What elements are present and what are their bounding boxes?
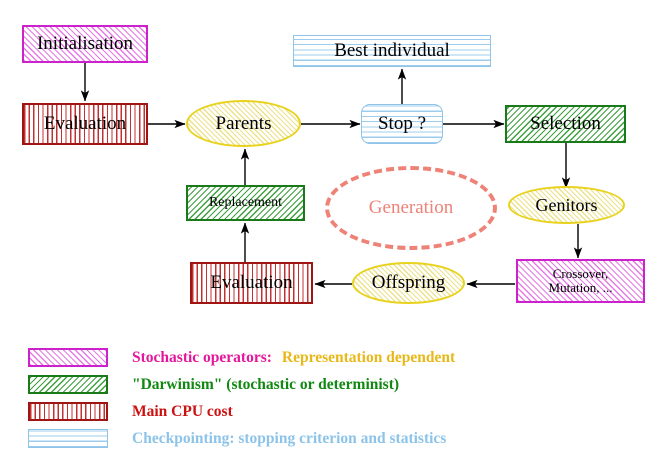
node-crossover-mutation[interactable]: Crossover, Mutation, ... — [516, 259, 645, 303]
legend-label-darwinism: "Darwinism" (stochastic or determinist) — [132, 375, 400, 393]
legend-swatch-stochastic — [28, 348, 108, 367]
node-parents[interactable]: Parents — [186, 100, 301, 147]
node-initialisation[interactable]: Initialisation — [22, 25, 148, 63]
node-crossover-mutation-label: Crossover, Mutation, ... — [548, 266, 613, 295]
generation-label: Generation — [368, 197, 454, 218]
node-evaluation-top[interactable]: Evaluation — [22, 103, 148, 145]
legend-row-checkpointing: Checkpointing: stopping criterion and st… — [28, 429, 446, 448]
node-evaluation-bottom-label: Evaluation — [210, 272, 293, 294]
node-stop-label: Stop ? — [377, 113, 427, 135]
legend-label-checkpointing: Checkpointing: stopping criterion and st… — [132, 429, 447, 447]
legend-swatch-cpu-cost — [28, 402, 108, 421]
node-replacement-label: Replacement — [208, 194, 283, 210]
node-best-individual[interactable]: Best individual — [293, 35, 491, 67]
node-genitors-label: Genitors — [535, 194, 598, 215]
legend-label-stochastic: Stochastic operators: — [132, 348, 272, 366]
legend-swatch-darwinism — [28, 375, 108, 394]
node-initialisation-label: Initialisation — [36, 33, 134, 55]
node-replacement[interactable]: Replacement — [186, 185, 305, 221]
node-best-individual-label: Best individual — [334, 40, 450, 62]
node-evaluation-bottom[interactable]: Evaluation — [190, 262, 313, 304]
node-genitors[interactable]: Genitors — [508, 186, 625, 224]
node-selection-label: Selection — [530, 113, 601, 135]
legend-row-stochastic: Stochastic operators: Representation dep… — [28, 348, 455, 367]
legend-label-cpu-cost: Main CPU cost — [132, 402, 233, 420]
legend-row-cpu-cost: Main CPU cost — [28, 402, 233, 421]
generation-cycle-marker: Generation — [325, 166, 497, 250]
node-parents-label: Parents — [215, 112, 272, 134]
legend-swatch-checkpointing — [28, 429, 108, 448]
node-offspring-label: Offspring — [371, 272, 446, 294]
node-stop[interactable]: Stop ? — [361, 104, 443, 144]
legend-label-representation-dependent: Representation dependent — [281, 348, 456, 366]
node-offspring[interactable]: Offspring — [352, 262, 465, 304]
node-selection[interactable]: Selection — [505, 105, 626, 143]
node-evaluation-top-label: Evaluation — [43, 113, 127, 135]
legend-row-darwinism: "Darwinism" (stochastic or determinist) — [28, 375, 399, 394]
